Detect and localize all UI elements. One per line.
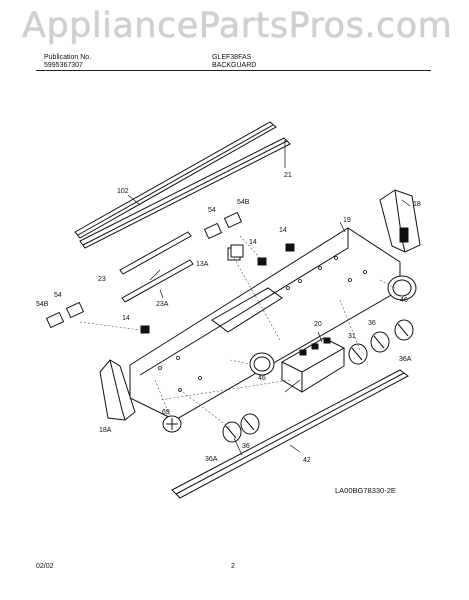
part-54-switch-lower[interactable] <box>45 301 85 329</box>
part-18a-end-cap[interactable] <box>99 359 136 421</box>
callout-46-right: 46 <box>400 297 408 304</box>
callout-18a: 18A <box>99 427 112 434</box>
callout-54: 54 <box>208 207 216 214</box>
header-rule <box>36 70 431 71</box>
page-number: 2 <box>231 563 235 570</box>
callout-36-lower: 36 <box>242 443 250 450</box>
part-102-trim-strip[interactable] <box>74 121 277 239</box>
part-21-trim-strip[interactable] <box>79 137 291 249</box>
callout-14-c: 14 <box>122 315 130 322</box>
callout-46-center: 46 <box>258 375 266 382</box>
callout-54b-lower: 54B <box>36 301 49 308</box>
callout-54b: 54B <box>237 199 250 206</box>
section-title: BACKGUARD <box>212 62 257 69</box>
part-69-screw[interactable] <box>162 415 182 433</box>
part-13a-relay[interactable] <box>227 244 244 261</box>
figure-code: LA00BG78330-2E <box>335 486 396 495</box>
callout-36a-right: 36A <box>399 356 412 363</box>
callout-14-b: 14 <box>279 227 287 234</box>
model-number: GLEF38FAS <box>212 54 252 61</box>
part-36a-knob-right[interactable] <box>394 319 414 341</box>
part-36-knob-right[interactable] <box>370 331 390 353</box>
callout-54-lower: 54 <box>54 292 62 299</box>
callout-31: 31 <box>348 333 356 340</box>
callout-42: 42 <box>303 457 311 464</box>
part-18-end-cap[interactable] <box>379 189 421 253</box>
footer-date: 02/02 <box>36 563 54 570</box>
callout-36a-lower: 36A <box>205 456 218 463</box>
callout-13a: 13A <box>196 261 209 268</box>
part-23-bracket[interactable] <box>119 231 192 275</box>
callout-19: 19 <box>343 217 351 224</box>
part-31-knob[interactable] <box>348 343 368 365</box>
callout-21: 21 <box>284 172 292 179</box>
callout-labels: 102 21 54 54B 14 14 19 18 13A 23 23A 54 … <box>36 172 421 464</box>
part-36-knob-lower[interactable] <box>240 413 260 435</box>
callout-102: 102 <box>117 188 129 195</box>
callout-23a: 23A <box>156 301 169 308</box>
callout-20: 20 <box>314 321 322 328</box>
callout-36-right: 36 <box>368 320 376 327</box>
part-20-control-module[interactable] <box>280 337 346 393</box>
part-46-knob-center[interactable] <box>249 352 275 376</box>
part-46-knob-right[interactable] <box>387 275 417 301</box>
watermark: AppliancePartsPros.com <box>22 6 453 46</box>
callout-69: 69 <box>162 409 170 416</box>
callout-14-a: 14 <box>249 239 257 246</box>
publication-number: 5995367307 <box>44 62 83 69</box>
publication-label: Publication No. <box>44 54 92 61</box>
part-36a-knob-lower[interactable] <box>222 421 242 443</box>
part-42-bottom-trim[interactable] <box>171 369 409 499</box>
part-54-switch-upper[interactable] <box>203 211 243 240</box>
part-23a-bracket[interactable] <box>121 259 194 303</box>
callout-18: 18 <box>413 201 421 208</box>
part-14-clip[interactable] <box>140 243 295 334</box>
callout-23: 23 <box>98 276 106 283</box>
